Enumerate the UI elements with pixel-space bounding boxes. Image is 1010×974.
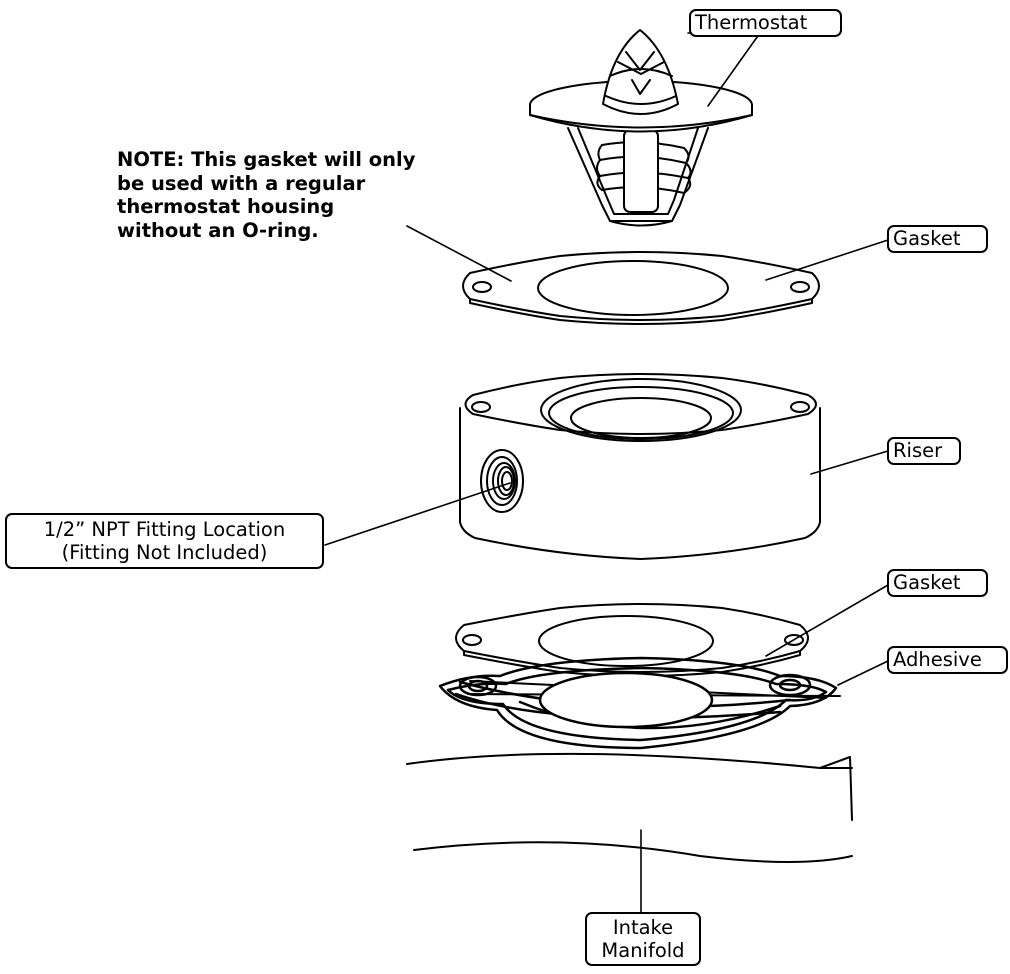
leader-note bbox=[406, 225, 512, 282]
adhesive-label: Adhesive bbox=[887, 646, 1008, 674]
intake-label-line-1: Intake bbox=[612, 916, 674, 939]
fitting-label-line-1: 1/2” NPT Fitting Location bbox=[43, 518, 286, 541]
note-line-2: be used with a regular bbox=[117, 171, 366, 195]
intake-manifold-label: Intake Manifold bbox=[585, 912, 701, 966]
note-line-4: without an O-ring. bbox=[117, 218, 319, 242]
note-line-3: thermostat housing bbox=[117, 195, 335, 218]
gasket-bottom-label: Gasket bbox=[887, 569, 988, 597]
fitting-location-label: 1/2” NPT Fitting Location (Fitting Not I… bbox=[5, 513, 324, 569]
leader-riser bbox=[810, 450, 889, 475]
riser-label: Riser bbox=[887, 437, 961, 465]
leader-gasket-top bbox=[765, 239, 889, 281]
leader-thermostat bbox=[707, 32, 761, 107]
leader-fitting bbox=[324, 482, 511, 546]
fitting-label-line-2: (Fitting Not Included) bbox=[61, 541, 268, 564]
leader-adhesive bbox=[837, 660, 889, 686]
adhesive-bead bbox=[438, 656, 838, 750]
intake-label-line-2: Manifold bbox=[601, 939, 685, 962]
riser-part bbox=[459, 373, 821, 560]
gasket-bottom-part bbox=[455, 603, 809, 677]
gasket-note: NOTE: This gasket will only be used with… bbox=[117, 148, 497, 242]
gasket-top-part bbox=[462, 251, 820, 325]
gasket-top-label: Gasket bbox=[887, 225, 988, 253]
leader-gasket-bottom bbox=[765, 584, 889, 657]
thermostat-label: Thermostat bbox=[689, 9, 842, 37]
thermostat-part bbox=[529, 29, 753, 227]
note-line-1: NOTE: This gasket will only bbox=[117, 148, 416, 171]
